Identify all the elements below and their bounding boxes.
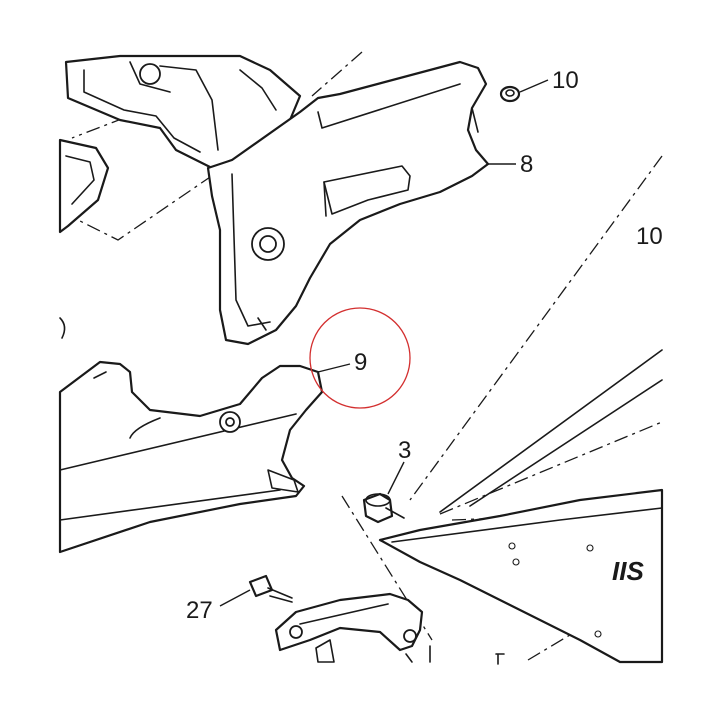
part-27-bolt [248, 574, 293, 603]
callout-27: 27 [186, 597, 213, 624]
part-9-side-fairing [58, 360, 324, 554]
callout-10-right: 10 [636, 223, 663, 250]
part-10-front-fairing: IIS [378, 349, 664, 665]
part-10-nut [499, 85, 521, 103]
part-8-upper-cover [206, 60, 490, 346]
callout-3: 3 [398, 437, 411, 464]
leader-lines [219, 79, 549, 607]
frame-bolt-hole [139, 63, 161, 85]
cover-mount-hole-inner [259, 235, 277, 253]
decal-text: IIS [612, 556, 644, 586]
highlight-circle [309, 307, 411, 409]
part-3-grommet [362, 492, 405, 524]
callout-9: 9 [354, 349, 367, 376]
callout-8: 8 [520, 151, 533, 178]
frame-bracket-top-left [64, 54, 302, 170]
fairing-mount-hole-inner [225, 417, 235, 427]
left-edge-partial [58, 138, 110, 339]
callout-10-top: 10 [552, 67, 579, 94]
lower-bracket [274, 592, 431, 663]
